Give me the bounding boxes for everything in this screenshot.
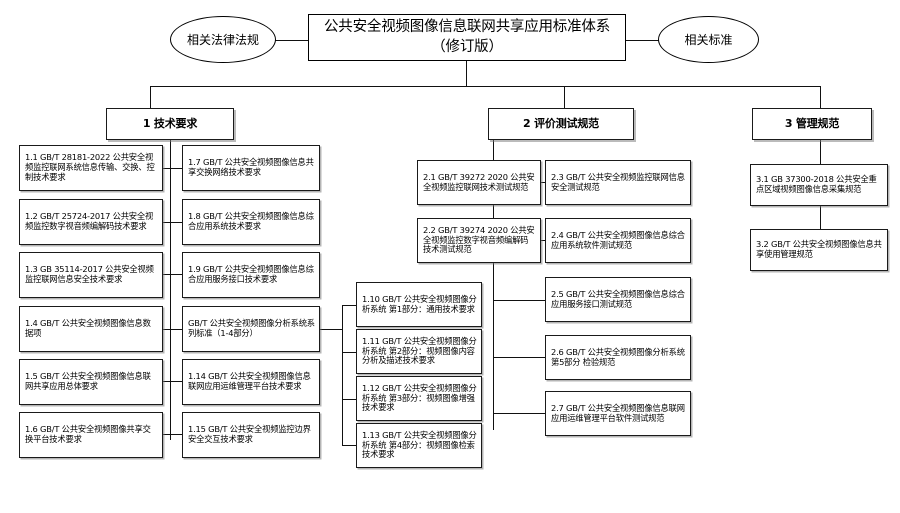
connector-1-1 <box>163 168 171 169</box>
node-related-standards[interactable]: 相关标准 <box>658 16 759 63</box>
connector-1-5 <box>163 381 171 382</box>
standard-node-2-2[interactable]: 2.2 GB/T 39274 2020 公共安全视频监控数字视音频编解码技术测试… <box>417 218 541 263</box>
connector-1-series <box>170 329 182 330</box>
connector-1-14 <box>170 381 182 382</box>
connector-1-3 <box>163 274 171 275</box>
connector-3-2-drop <box>820 205 821 229</box>
standard-node-1-8-text: 1.8 GB/T 公共安全视频图像信息综合应用系统技术要求 <box>188 211 314 231</box>
standard-node-1-2-text: 1.2 GB/T 25724-2017 公共安全视频监控数字视音频编解码技术要求 <box>25 211 154 231</box>
connector-root-down <box>466 60 467 86</box>
standard-node-2-7[interactable]: 2.7 GB/T 公共安全视频图像信息联网应用运维管理平台软件测试规范 <box>545 391 691 436</box>
connector-1-13 <box>342 445 356 446</box>
standard-node-2-5-text: 2.5 GB/T 公共安全视频图像信息综合应用服务接口测试规范 <box>551 288 685 309</box>
standard-node-1-2[interactable]: 1.2 GB/T 25724-2017 公共安全视频监控数字视音频编解码技术要求 <box>19 199 163 245</box>
connector-series-spine <box>342 305 343 445</box>
standard-node-1-6[interactable]: 1.6 GB/T 公共安全视频图像共享交换平台技术要求 <box>19 412 163 458</box>
standard-node-2-7-text: 2.7 GB/T 公共安全视频图像信息联网应用运维管理平台软件测试规范 <box>551 402 685 423</box>
connector-2-5 <box>493 300 545 301</box>
standard-node-1-9-text: 1.9 GB/T 公共安全视频图像信息综合应用服务接口技术要求 <box>188 264 314 284</box>
standard-node-1-13[interactable]: 1.13 GB/T 公共安全视频图像分析系统 第4部分：视频图像检索技术要求 <box>356 423 482 468</box>
standard-node-2-1[interactable]: 2.1 GB/T 39272 2020 公共安全视频监控联网技术测试规范 <box>417 160 541 205</box>
standard-node-1-14[interactable]: 1.14 GB/T 公共安全视频图像信息联网应用运维管理平台技术要求 <box>182 359 320 405</box>
standard-node-1-analysis-series[interactable]: GB/T 公共安全视频图像分析系统系列标准（1-4部分） <box>182 306 320 352</box>
connector-1-7 <box>170 168 182 169</box>
connector-cat1-stem <box>170 140 171 144</box>
standard-node-2-3[interactable]: 2.3 GB/T 公共安全视频监控联网信息安全测试规范 <box>545 160 691 205</box>
standard-node-2-5[interactable]: 2.5 GB/T 公共安全视频图像信息综合应用服务接口测试规范 <box>545 277 691 322</box>
standard-node-1-1-text: 1.1 GB/T 28181-2022 公共安全视频监控联网系统信息传输、交换、… <box>25 152 155 182</box>
standard-node-2-6-text: 2.6 GB/T 公共安全视频图像分析系统 第5部分 检验规范 <box>551 346 685 367</box>
category-management-label: 3 管理规范 <box>784 116 840 130</box>
standard-node-3-2-text: 3.2 GB/T 公共安全视频图像信息共享使用管理规范 <box>756 239 882 259</box>
connector-1-8 <box>170 222 182 223</box>
standard-node-1-8[interactable]: 1.8 GB/T 公共安全视频图像信息综合应用系统技术要求 <box>182 199 320 245</box>
connector-cat1-spine <box>170 140 171 440</box>
connector-1-6 <box>163 434 171 435</box>
standard-node-3-2[interactable]: 3.2 GB/T 公共安全视频图像信息共享使用管理规范 <box>750 229 888 271</box>
category-management[interactable]: 3 管理规范 <box>752 108 872 140</box>
connector-right-ellipse <box>624 40 660 41</box>
category-evaluation-test-label: 2 评价测试规范 <box>523 116 599 130</box>
standard-node-2-6[interactable]: 2.6 GB/T 公共安全视频图像分析系统 第5部分 检验规范 <box>545 335 691 380</box>
connector-2-7 <box>493 413 545 414</box>
root-title-line1: 公共安全视频图像信息联网共享应用标准体系 <box>324 18 610 35</box>
category-tech-requirements[interactable]: 1 技术要求 <box>106 108 234 140</box>
standard-node-3-1[interactable]: 3.1 GB 37300-2018 公共安全重点区域视频图像信息采集规范 <box>750 164 888 206</box>
connector-cat2-drop <box>564 86 565 108</box>
standard-node-1-7[interactable]: 1.7 GB/T 公共安全视频图像信息共享交换网络技术要求 <box>182 145 320 191</box>
standard-node-1-5-text: 1.5 GB/T 公共安全视频图像信息联网共享应用总体要求 <box>25 371 151 391</box>
node-related-laws-label: 相关法律法规 <box>186 33 259 47</box>
connector-cat3-spine <box>820 140 821 164</box>
connector-1-9 <box>170 274 182 275</box>
connector-1-10 <box>342 305 356 306</box>
standard-node-1-7-text: 1.7 GB/T 公共安全视频图像信息共享交换网络技术要求 <box>188 157 314 177</box>
standard-node-2-2-text: 2.2 GB/T 39274 2020 公共安全视频监控数字视音频编解码技术测试… <box>423 224 535 255</box>
standard-node-1-3[interactable]: 1.3 GB 35114-2017 公共安全视频监控联网信息安全技术要求 <box>19 252 163 298</box>
standard-node-1-10[interactable]: 1.10 GB/T 公共安全视频图像分析系统 第1部分：通用技术要求 <box>356 282 482 327</box>
connector-1-12 <box>342 399 356 400</box>
connector-1-15 <box>170 434 182 435</box>
standard-node-1-13-text: 1.13 GB/T 公共安全视频图像分析系统 第4部分：视频图像检索技术要求 <box>362 429 477 460</box>
connector-cat1-drop <box>150 86 151 108</box>
standard-node-3-1-text: 3.1 GB 37300-2018 公共安全重点区域视频图像信息采集规范 <box>756 174 877 194</box>
connector-1-11 <box>342 352 356 353</box>
standard-node-1-15-text: 1.15 GB/T 公共安全视频监控边界安全交互技术要求 <box>188 424 311 444</box>
standard-node-1-14-text: 1.14 GB/T 公共安全视频图像信息联网应用运维管理平台技术要求 <box>188 371 311 391</box>
connector-2-6 <box>493 357 545 358</box>
node-related-standards-label: 相关标准 <box>684 33 733 47</box>
connector-cat3-drop <box>820 86 821 108</box>
standard-node-1-15[interactable]: 1.15 GB/T 公共安全视频监控边界安全交互技术要求 <box>182 412 320 458</box>
standard-node-1-6-text: 1.6 GB/T 公共安全视频图像共享交换平台技术要求 <box>25 424 151 444</box>
standard-node-1-12[interactable]: 1.12 GB/T 公共安全视频图像分析系统 第3部分：视频图像增强技术要求 <box>356 376 482 421</box>
standard-node-1-10-text: 1.10 GB/T 公共安全视频图像分析系统 第1部分：通用技术要求 <box>362 293 477 314</box>
standard-node-1-3-text: 1.3 GB 35114-2017 公共安全视频监控联网信息安全技术要求 <box>25 264 154 284</box>
connector-main-bus <box>150 86 820 87</box>
standard-node-1-4-text: 1.4 GB/T 公共安全视频图像信息数据项 <box>25 318 151 338</box>
connector-left-ellipse <box>274 40 310 41</box>
node-root-title[interactable]: 公共安全视频图像信息联网共享应用标准体系 （修订版） <box>308 14 626 61</box>
connector-1-4 <box>163 329 171 330</box>
standard-node-1-analysis-series-text: GB/T 公共安全视频图像分析系统系列标准（1-4部分） <box>188 318 315 338</box>
standard-node-1-11-text: 1.11 GB/T 公共安全视频图像分析系统 第2部分：视频图像内容分析及描述技… <box>362 335 477 366</box>
standard-node-1-9[interactable]: 1.9 GB/T 公共安全视频图像信息综合应用服务接口技术要求 <box>182 252 320 298</box>
category-evaluation-test[interactable]: 2 评价测试规范 <box>488 108 634 140</box>
category-tech-requirements-label: 1 技术要求 <box>142 116 198 130</box>
standard-node-1-4[interactable]: 1.4 GB/T 公共安全视频图像信息数据项 <box>19 306 163 352</box>
standard-node-1-1[interactable]: 1.1 GB/T 28181-2022 公共安全视频监控联网系统信息传输、交换、… <box>19 145 163 191</box>
standard-node-1-5[interactable]: 1.5 GB/T 公共安全视频图像信息联网共享应用总体要求 <box>19 359 163 405</box>
connector-cat2-spine <box>493 140 494 430</box>
connector-series-out <box>320 329 342 330</box>
standard-node-2-4[interactable]: 2.4 GB/T 公共安全视频图像信息综合应用系统软件测试规范 <box>545 218 691 263</box>
standard-node-2-1-text: 2.1 GB/T 39272 2020 公共安全视频监控联网技术测试规范 <box>423 171 535 192</box>
standard-node-1-12-text: 1.12 GB/T 公共安全视频图像分析系统 第3部分：视频图像增强技术要求 <box>362 382 477 413</box>
standard-node-2-4-text: 2.4 GB/T 公共安全视频图像信息综合应用系统软件测试规范 <box>551 229 685 250</box>
standard-node-2-3-text: 2.3 GB/T 公共安全视频监控联网信息安全测试规范 <box>551 171 685 192</box>
root-title-line2: （修订版） <box>431 38 503 55</box>
connector-1-2 <box>163 222 171 223</box>
standard-node-1-11[interactable]: 1.11 GB/T 公共安全视频图像分析系统 第2部分：视频图像内容分析及描述技… <box>356 329 482 374</box>
node-related-laws[interactable]: 相关法律法规 <box>170 16 276 63</box>
